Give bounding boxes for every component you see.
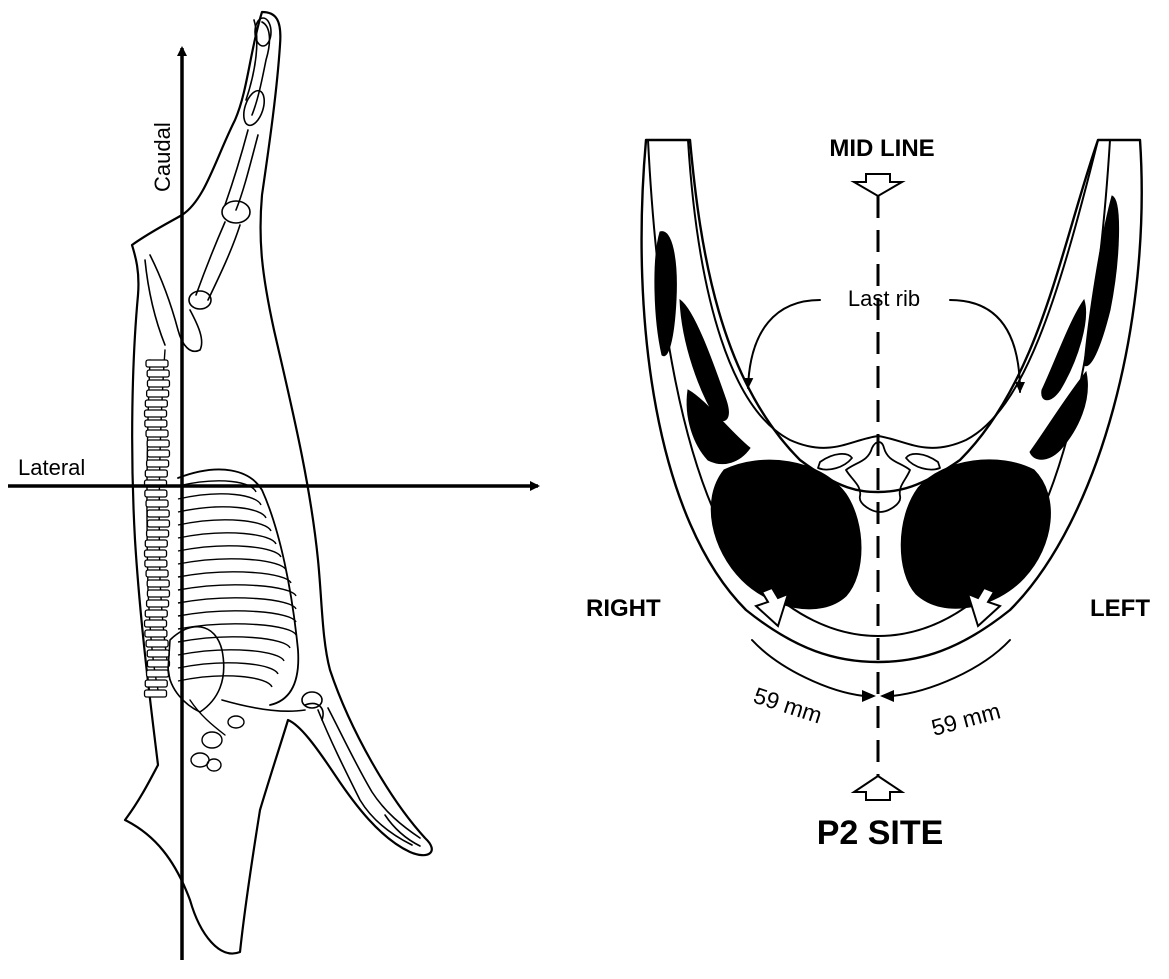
vertebra-segment — [146, 640, 168, 647]
rib — [178, 663, 278, 674]
vertebra-segment — [147, 650, 169, 657]
cross-section-diagram: MID LINE Last rib RIGHT LEFT 59 mm 59 mm… — [586, 135, 1150, 852]
pelvis — [145, 255, 202, 351]
rib — [178, 650, 284, 661]
ribs — [178, 481, 296, 687]
vertebra-segment — [147, 530, 169, 537]
measure-tick-left-icon — [880, 690, 894, 702]
vertebra-segment — [147, 660, 169, 667]
mid-line-arrow-icon — [854, 174, 902, 196]
caudal-axis-label: Caudal — [150, 122, 175, 192]
vertebra-segment — [146, 500, 168, 507]
vertebra-segment — [147, 510, 169, 517]
vertebra-segment — [145, 550, 167, 557]
vertebra-segment — [145, 680, 167, 687]
p2-site-label: P2 SITE — [817, 814, 944, 852]
vertebra-segment — [147, 450, 169, 457]
rib — [178, 572, 291, 583]
left-distance-label: 59 mm — [929, 698, 1004, 741]
right-side-label: RIGHT — [586, 595, 661, 622]
rib — [178, 598, 296, 609]
last-rib-label: Last rib — [848, 286, 920, 311]
vertebra-segment — [146, 360, 168, 367]
vertebra-segment — [145, 410, 167, 417]
rib — [178, 546, 281, 557]
vertebra-segment — [147, 370, 169, 377]
vertebra-segment — [146, 430, 168, 437]
lateral-axis-label: Lateral — [18, 455, 85, 480]
rib — [178, 507, 266, 518]
mid-line-label: MID LINE — [829, 135, 934, 162]
rib — [178, 637, 290, 648]
rib — [178, 559, 286, 570]
rib — [178, 520, 271, 531]
vertebra-segment — [145, 610, 167, 617]
rib — [178, 585, 296, 596]
last-rib-leader-right — [748, 300, 820, 388]
rib — [178, 676, 272, 687]
vertebra-segment — [145, 620, 167, 627]
rib — [178, 494, 261, 505]
vertebra-segment — [147, 580, 169, 587]
vertebra-segment — [145, 470, 167, 477]
rib — [178, 624, 296, 635]
left-side-label: LEFT — [1090, 595, 1150, 622]
vertebra-segment — [146, 570, 168, 577]
vertebrae — [145, 360, 170, 697]
vertebra-segment — [147, 460, 169, 467]
neck-bones — [190, 700, 244, 771]
vertebra-segment — [147, 600, 169, 607]
rib — [178, 533, 276, 544]
vertebra-segment — [147, 390, 169, 397]
left-measure-arc — [892, 640, 1010, 696]
vertebra-segment — [145, 630, 167, 637]
vertebra-segment — [147, 520, 169, 527]
p2-site-arrow-icon — [854, 776, 902, 800]
vertebra-segment — [147, 670, 169, 677]
vertebra-segment — [145, 420, 167, 427]
vertebra-segment — [145, 540, 167, 547]
muscle-lobes — [655, 196, 1119, 609]
last-rib-leader-left — [950, 300, 1020, 392]
carcass-diagram: Caudal Lateral — [8, 12, 538, 960]
vertebra-segment — [145, 690, 167, 697]
hind-leg-bones — [189, 18, 271, 309]
vertebra-segment — [147, 380, 169, 387]
vertebra-segment — [147, 590, 169, 597]
rib — [178, 611, 296, 622]
right-distance-label: 59 mm — [750, 682, 825, 728]
vertebra-segment — [147, 440, 169, 447]
vertebra-segment — [145, 490, 167, 497]
vertebra-segment — [145, 560, 167, 567]
measure-tick-right-icon — [862, 690, 876, 702]
vertebra-segment — [145, 400, 167, 407]
foreleg-bones — [168, 627, 420, 846]
